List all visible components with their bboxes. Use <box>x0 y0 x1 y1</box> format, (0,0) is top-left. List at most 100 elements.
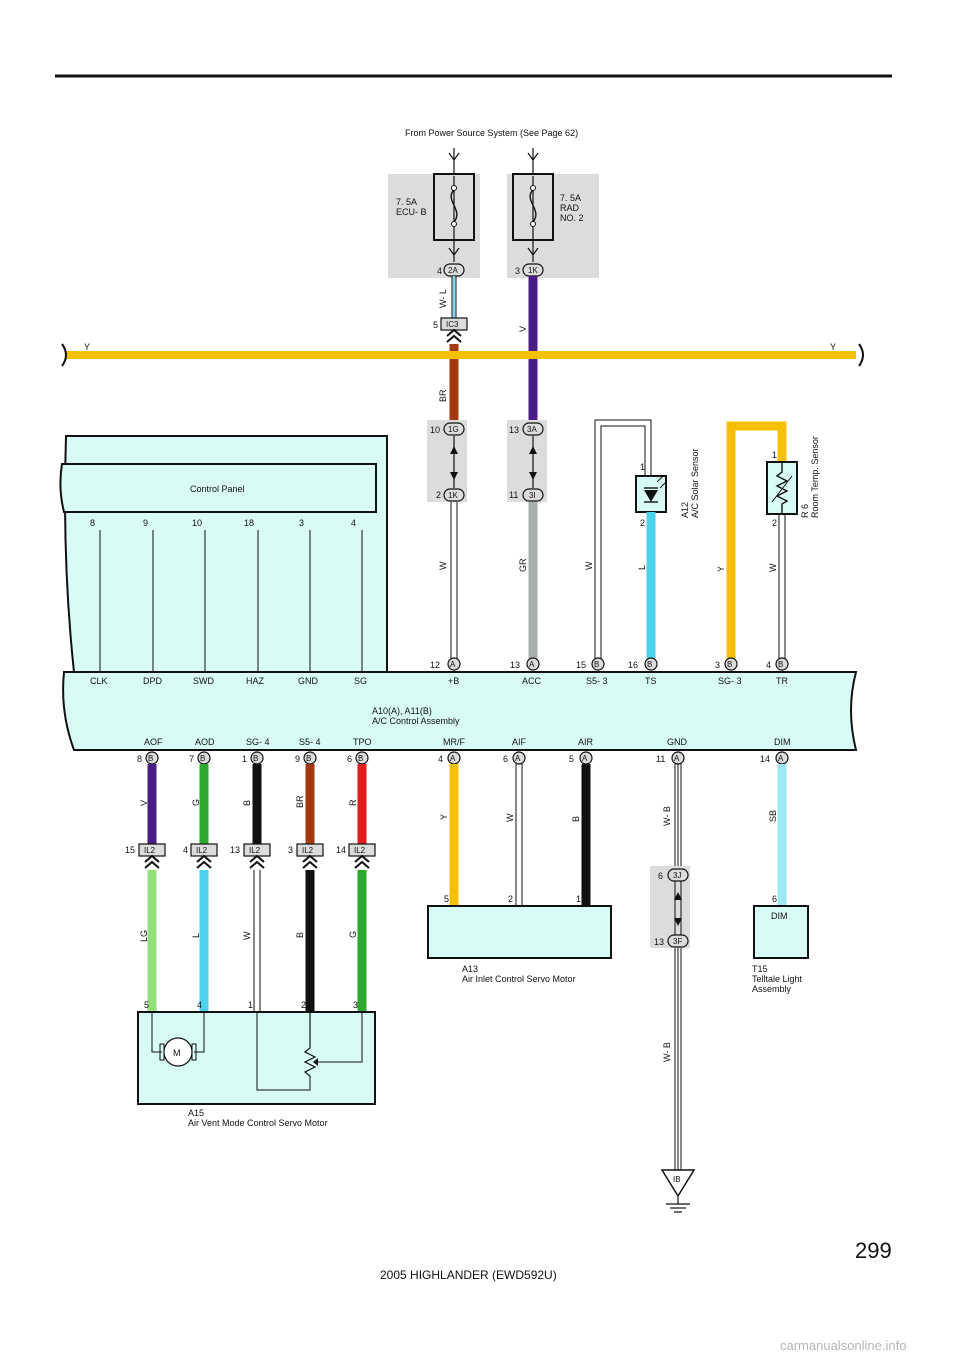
svg-text:S5- 4: S5- 4 <box>299 737 321 747</box>
svg-text:W: W <box>505 813 515 822</box>
svg-text:6: 6 <box>347 754 352 764</box>
svg-text:A: A <box>674 754 680 763</box>
fuse-element-left <box>450 189 458 223</box>
svg-text:W- B: W- B <box>662 806 672 826</box>
ac-top-pin-sg-3: 3 B SG- 3 <box>715 657 742 686</box>
bus-label-left: Y <box>84 342 90 352</box>
svg-text:9: 9 <box>295 754 300 764</box>
svg-text:1K: 1K <box>448 491 458 500</box>
power-arrow-right-head <box>527 152 539 162</box>
svg-text:AIF: AIF <box>512 737 527 747</box>
svg-text:4: 4 <box>351 518 356 528</box>
solar-sensor-id: A12 <box>680 502 690 518</box>
room-sensor-id: R 6 <box>800 504 810 518</box>
svg-text:IL2: IL2 <box>144 846 156 855</box>
control-panel-title: Control Panel <box>190 484 245 494</box>
svg-text:2: 2 <box>772 518 777 528</box>
inlet-motor-id: A13 <box>462 964 478 974</box>
svg-text:DIM: DIM <box>771 911 788 921</box>
svg-text:3: 3 <box>353 1000 358 1010</box>
svg-text:W- B: W- B <box>662 1042 672 1062</box>
fuse-element-right <box>529 189 537 223</box>
inlet-servo-motor-a13 <box>427 905 612 959</box>
svg-text:B: B <box>295 932 305 938</box>
svg-text:2: 2 <box>301 1000 306 1010</box>
ac-top-pin-plus-b: 12 A +B <box>430 657 461 686</box>
fuse-rad-name: RAD <box>560 203 580 213</box>
svg-text:IL2: IL2 <box>354 846 366 855</box>
svg-text:L: L <box>637 565 647 570</box>
svg-text:B: B <box>358 754 363 763</box>
svg-text:14: 14 <box>760 754 770 764</box>
svg-text:IB: IB <box>673 1175 681 1184</box>
svg-text:IL2: IL2 <box>196 846 208 855</box>
svg-text:TPO: TPO <box>353 737 372 747</box>
svg-text:10: 10 <box>192 518 202 528</box>
junction-3f <box>667 934 689 948</box>
svg-text:15: 15 <box>576 660 586 670</box>
ac-assembly-id: A10(A), A11(B) <box>372 706 432 716</box>
svg-text:3A: 3A <box>527 425 537 434</box>
telltale-name: Telltale Light <box>752 974 803 984</box>
svg-text:SG: SG <box>354 676 367 686</box>
svg-text:HAZ: HAZ <box>246 676 265 686</box>
svg-text:14: 14 <box>336 845 346 855</box>
svg-text:13: 13 <box>230 845 240 855</box>
svg-text:SB: SB <box>768 810 778 822</box>
svg-text:AOF: AOF <box>144 737 163 747</box>
svg-text:1: 1 <box>640 462 645 472</box>
svg-text:M: M <box>173 1048 181 1058</box>
svg-text:B: B <box>571 816 581 822</box>
svg-text:Y: Y <box>439 814 449 820</box>
svg-text:4: 4 <box>183 845 188 855</box>
svg-text:ACC: ACC <box>522 676 542 686</box>
svg-text:B: B <box>647 660 652 669</box>
svg-text:Y: Y <box>716 566 726 572</box>
svg-text:10: 10 <box>430 425 440 435</box>
ac-top-pin-tr: 4 B TR <box>766 657 789 686</box>
svg-text:L: L <box>191 933 201 938</box>
svg-text:5: 5 <box>144 1000 149 1010</box>
svg-text:18: 18 <box>244 518 254 528</box>
telltale-light-assembly <box>753 905 809 959</box>
svg-text:2: 2 <box>436 490 441 500</box>
svg-text:W: W <box>768 563 778 572</box>
bus-label-right: Y <box>830 342 836 352</box>
svg-text:LG: LG <box>139 930 149 942</box>
room-sensor-name: Room Temp. Sensor <box>810 436 820 518</box>
svg-text:A: A <box>450 754 456 763</box>
svg-text:3I: 3I <box>529 491 536 500</box>
svg-text:13: 13 <box>654 937 664 947</box>
svg-text:4: 4 <box>438 754 443 764</box>
svg-text:5: 5 <box>444 894 449 904</box>
solar-sensor-name: A/C Solar Sensor <box>690 448 700 518</box>
svg-text:3: 3 <box>515 266 520 276</box>
ac-bottom-pin-aif <box>512 751 526 765</box>
svg-text:11: 11 <box>509 490 518 500</box>
svg-text:2A: 2A <box>448 266 458 275</box>
wire-color-w-l: W- L <box>438 289 448 308</box>
svg-text:2: 2 <box>640 518 645 528</box>
fuse-ecu-b-amp: 7. 5A <box>396 197 417 207</box>
ac-control-assembly <box>62 671 858 751</box>
junction-3j <box>667 868 689 882</box>
svg-text:TR: TR <box>776 676 788 686</box>
svg-text:12: 12 <box>430 660 440 670</box>
connector-3i <box>522 488 544 502</box>
svg-text:R: R <box>348 799 358 806</box>
telltale-name2: Assembly <box>752 984 792 994</box>
svg-text:1: 1 <box>248 1000 253 1010</box>
svg-text:16: 16 <box>628 660 638 670</box>
svg-text:G: G <box>348 931 358 938</box>
svg-text:B: B <box>727 660 732 669</box>
inlet-motor-name: Air Inlet Control Servo Motor <box>462 974 576 984</box>
svg-text:IL2: IL2 <box>302 846 314 855</box>
svg-text:A: A <box>450 660 456 669</box>
motor-icon <box>163 1037 193 1067</box>
svg-text:GR: GR <box>518 558 528 572</box>
svg-text:4: 4 <box>766 660 771 670</box>
svg-text:13: 13 <box>509 425 519 435</box>
svg-text:B: B <box>594 660 599 669</box>
ac-top-pin-acc: 13 A ACC <box>510 657 542 686</box>
